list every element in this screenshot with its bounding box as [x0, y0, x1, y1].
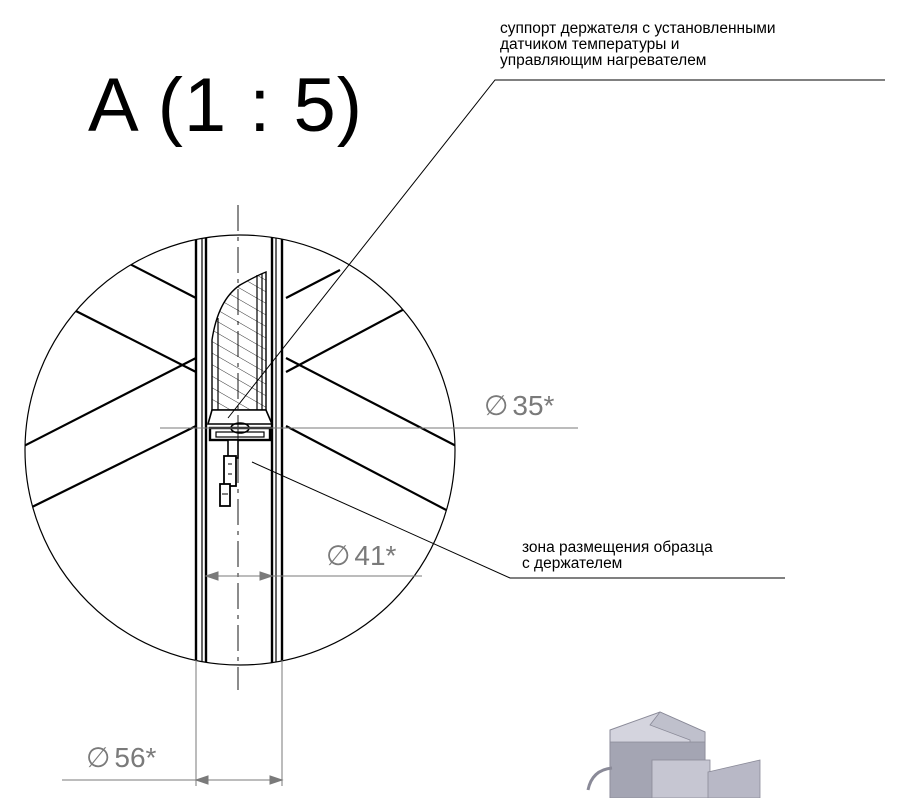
holder-head — [206, 409, 274, 442]
callout-line: зона размещения образца — [522, 539, 713, 556]
sample-holder — [219, 439, 239, 507]
leader-lines — [227, 79, 885, 579]
dimension-lines — [62, 427, 578, 786]
callout-line: датчиком температуры и — [500, 36, 680, 53]
callout-line: суппорт держателя с установленными — [500, 20, 776, 37]
dimension-value: 56* — [114, 742, 157, 773]
furnace-walls — [25, 259, 455, 513]
diameter-symbol: ∅ — [86, 742, 111, 773]
callout-line: с держателем — [522, 555, 623, 572]
holder-support-section — [211, 270, 267, 411]
dimension-d35: ∅ 35* — [484, 392, 554, 420]
tube-walls — [194, 235, 284, 665]
view-title: A (1 : 5) — [88, 63, 364, 148]
dimension-d56: ∅ 56* — [86, 744, 156, 772]
detail-circle — [24, 234, 456, 666]
diameter-symbol: ∅ — [484, 390, 509, 421]
diameter-symbol: ∅ — [326, 540, 351, 571]
isometric-body — [586, 711, 761, 798]
dimension-value: 35* — [512, 390, 555, 421]
callout-line: управляющим нагревателем — [500, 52, 707, 69]
sample-zone-callout: зона размещения образца с держателем — [522, 540, 713, 572]
holder-support-inner — [217, 274, 263, 410]
dimension-value: 41* — [354, 540, 397, 571]
dimension-d41: ∅ 41* — [326, 542, 396, 570]
holder-support-callout: суппорт держателя с установленными датчи… — [500, 21, 776, 69]
